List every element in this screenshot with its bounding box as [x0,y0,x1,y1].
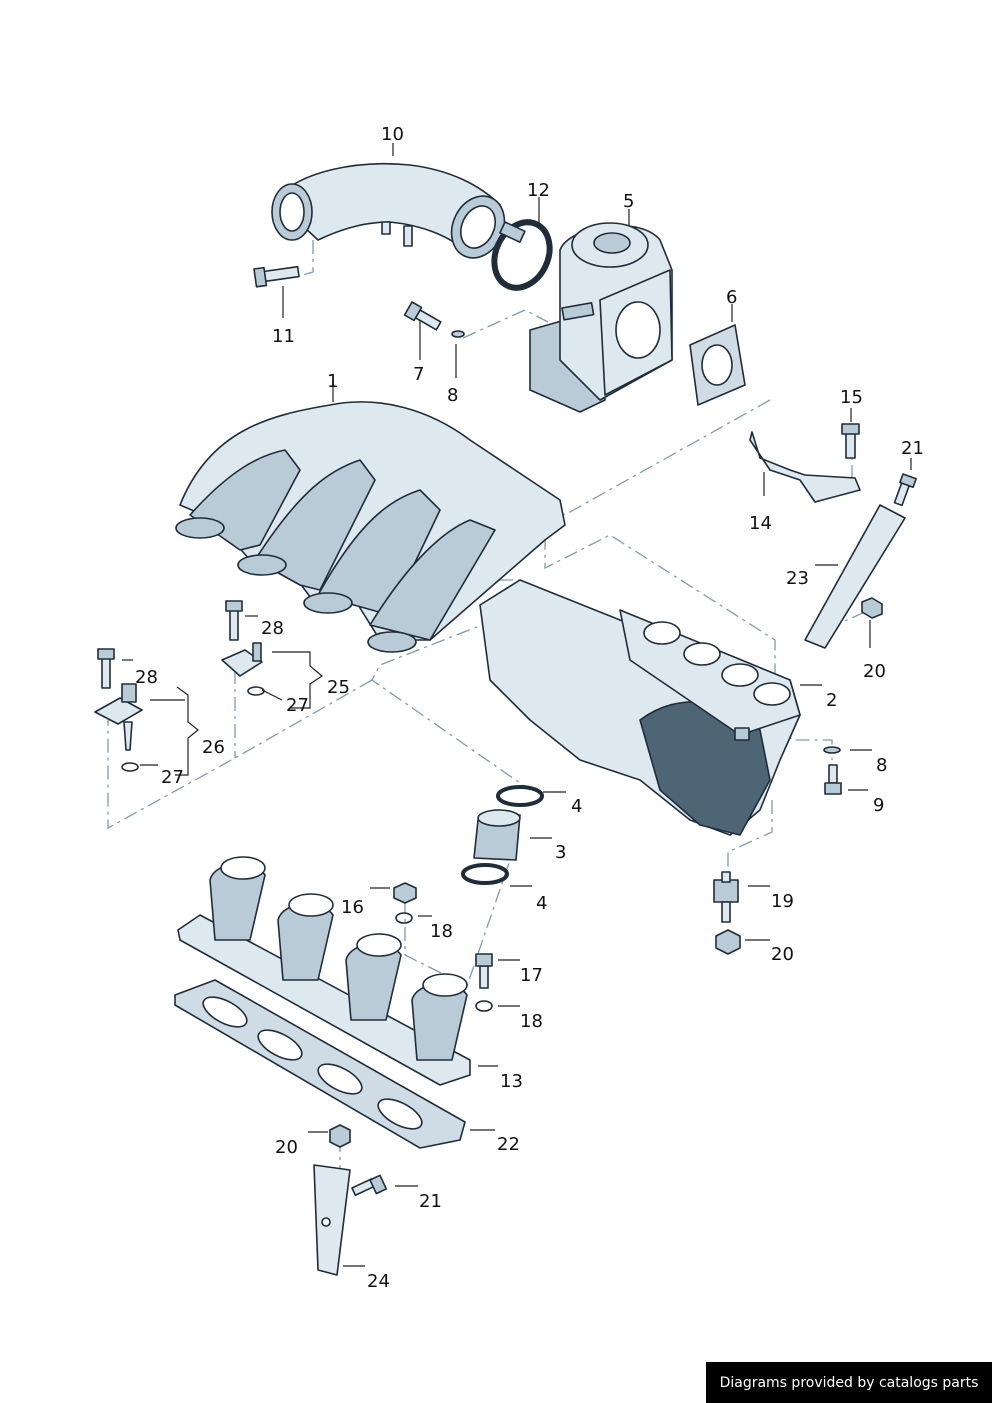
callout-10: 10 [381,124,404,145]
callout-25: 25 [327,677,350,698]
nut-20-upper [861,597,883,619]
sensor-26 [94,683,143,751]
callout-9: 9 [873,795,884,816]
callout-23: 23 [786,568,809,589]
callout-4: 4 [571,796,582,817]
callout-11: 11 [272,326,295,347]
bolt-7 [403,301,442,331]
rubber-mount-19 [713,871,739,923]
clamp-4-upper [496,785,544,807]
washer-18-a [395,912,413,924]
callout-20: 20 [863,661,886,682]
callout-22: 22 [497,1134,520,1155]
throttle-body [529,222,673,413]
bracket-14 [749,431,861,503]
callout-21: 21 [901,438,924,459]
credit-text: Diagrams provided by catalogs parts [719,1374,979,1391]
gasket-22 [174,979,466,1149]
bolt-9 [824,764,842,795]
callout-19: 19 [771,891,794,912]
credit-banner: Diagrams provided by catalogs parts [706,1362,992,1403]
strut-23 [804,504,906,649]
callout-5: 5 [623,191,634,212]
callout-4: 4 [536,893,547,914]
assembly-guide-lines [107,213,866,1168]
callout-20: 20 [771,944,794,965]
bolt-17 [475,953,493,989]
callout-6: 6 [726,287,737,308]
callout-8: 8 [876,755,887,776]
callout-20: 20 [275,1137,298,1158]
washer-8-upper [451,330,465,338]
callout-15: 15 [840,387,863,408]
bolt-28-a [225,600,243,641]
leader-lines [122,143,912,1267]
bolt-11 [253,265,300,288]
seal-27-a [247,686,265,696]
filter-insert-3 [473,809,521,861]
nut-16 [393,882,417,904]
callout-12: 12 [527,180,550,201]
hose-clamp-12 [491,219,553,291]
callout-16: 16 [341,897,364,918]
bracket-24 [313,1164,351,1276]
runner-flange-13 [177,856,471,1086]
callout-24: 24 [367,1271,390,1292]
callout-17: 17 [520,965,543,986]
bolt-21-upper [893,473,917,507]
bolt-21-lower [351,1174,388,1197]
seal-27-b [121,762,139,772]
callout-2: 2 [826,690,837,711]
intake-elbow-pipe [271,162,506,259]
callout-7: 7 [413,364,424,385]
callout-18: 18 [520,1011,543,1032]
bolt-28-b [97,648,115,689]
bolt-15 [841,423,860,459]
callout-27: 27 [161,767,184,788]
nut-20-middle [715,929,741,955]
callout-3: 3 [555,842,566,863]
callout-14: 14 [749,513,772,534]
washer-18-b [475,1000,493,1012]
washer-8-lower [823,746,841,754]
lower-intake-manifold [479,579,801,836]
callout-26: 26 [202,737,225,758]
callout-8: 8 [447,385,458,406]
clamp-4-lower [461,863,509,885]
throttle-gasket [689,324,746,406]
nut-20-lower [329,1124,351,1148]
callout-13: 13 [500,1071,523,1092]
callout-labels: 10 12 5 11 7 8 6 1 15 21 14 23 20 28 28 … [135,124,924,1292]
callout-28: 28 [261,618,284,639]
callout-18: 18 [430,921,453,942]
upper-intake-manifold [175,401,566,653]
sensor-25 [221,642,263,677]
callout-1: 1 [327,371,338,392]
callout-28: 28 [135,667,158,688]
callout-21: 21 [419,1191,442,1212]
callout-27: 27 [286,695,309,716]
